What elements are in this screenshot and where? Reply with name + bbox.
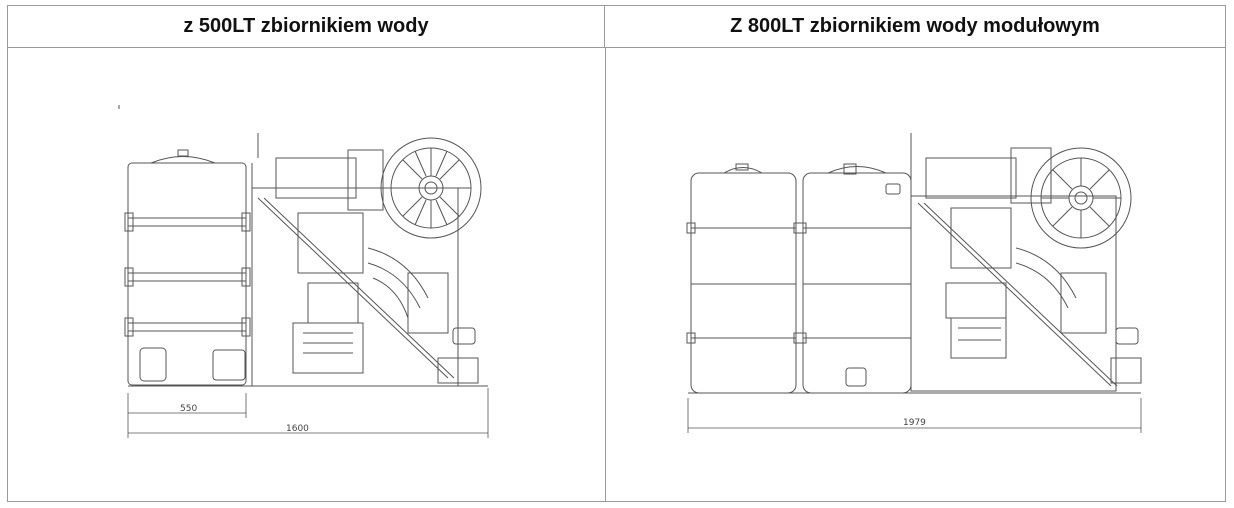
column-header-800lt: Z 800LT zbiornikiem wody modułowym xyxy=(605,6,1225,48)
water-tank-500lt xyxy=(124,149,251,386)
tank-clips xyxy=(686,222,807,344)
dimension-label-1600: 1600 xyxy=(286,424,309,434)
column-divider xyxy=(605,48,606,501)
comparison-table: z 500LT zbiornikiem wody Z 800LT zbiorni… xyxy=(7,5,1226,502)
dimension-550 xyxy=(127,393,247,418)
dimension-1600 xyxy=(127,388,489,438)
hose-reel-800 xyxy=(1030,147,1132,249)
water-tank-module-2 xyxy=(802,163,912,394)
hose-reel xyxy=(380,137,482,239)
machine-frame xyxy=(251,133,459,387)
drawing-cell-800lt: 1979 xyxy=(606,48,1225,501)
technical-drawing-800lt: 1979 xyxy=(686,133,1142,433)
technical-drawing-500lt: 550 1600 xyxy=(118,105,489,438)
column-header-500lt: z 500LT zbiornikiem wody xyxy=(8,6,605,48)
drawing-cell-500lt: 550 1600 xyxy=(8,48,605,501)
water-tank-module-1 xyxy=(690,163,797,394)
dimension-label-1979: 1979 xyxy=(903,418,926,428)
dimension-label-550: 550 xyxy=(180,404,197,414)
engine-block xyxy=(275,149,479,384)
dimension-1979 xyxy=(687,398,1142,433)
machine-frame-800 xyxy=(910,133,1118,392)
